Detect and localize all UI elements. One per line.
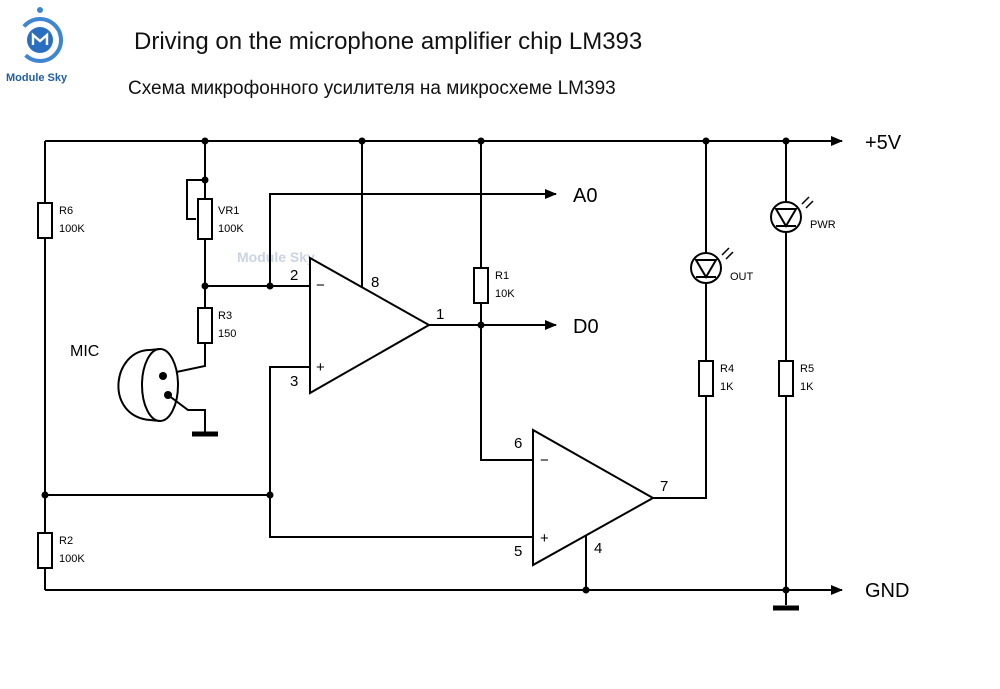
logo-dot-icon: [37, 7, 43, 13]
microphone-icon: [117, 348, 179, 422]
u2-inv-input-wire: [480, 325, 533, 461]
vr1-rail-dot: [201, 137, 209, 145]
d0-label: D0: [573, 316, 599, 338]
gnd-label: GND: [865, 580, 909, 602]
r1-rail-dot: [477, 137, 485, 145]
u1-pin3-label: 3: [290, 373, 298, 390]
comparator-u2: [532, 428, 656, 567]
r3-resistor: [197, 307, 213, 344]
r2-ref-label: R2: [59, 535, 73, 547]
r4-ref-label: R4: [720, 363, 734, 375]
mic-label: MIC: [70, 343, 99, 360]
r3-value-label: 150: [218, 328, 236, 340]
u1-noninv-input-wire: [269, 366, 310, 495]
logo-m-icon: [31, 32, 49, 45]
title-russian: Схема микрофонного усилителя на микросхе…: [128, 78, 616, 99]
u2-minus-sign: −: [540, 452, 549, 469]
r2-value-label: 100K: [59, 553, 85, 565]
r1-resistor: [473, 267, 489, 304]
r3-ref-label: R3: [218, 310, 232, 322]
r6-value-label: 100K: [59, 223, 85, 235]
module-sky-logo: Module Sky: [6, 7, 68, 84]
u2-pin5-label: 5: [514, 543, 522, 560]
comparator-u1: [309, 256, 432, 395]
title-english: Driving on the microphone amplifier chip…: [134, 28, 642, 55]
u2-noninv-input-wire: [269, 495, 533, 538]
a0-wire: [269, 189, 557, 286]
vr1-potentiometer: [197, 198, 213, 240]
logo-ring-icon: [17, 16, 63, 63]
vr1-value-label: 100K: [218, 223, 244, 235]
vr1-wiper-wire: [186, 179, 205, 220]
r5-ref-label: R5: [800, 363, 814, 375]
r3-mic-wire: [166, 343, 206, 375]
r2-resistor: [37, 532, 53, 569]
r5-value-label: 1K: [800, 381, 814, 393]
u1-plus-sign: +: [316, 359, 325, 376]
u1-pin2-label: 2: [290, 267, 298, 284]
u2-pin6-label: 6: [514, 435, 522, 452]
r6-ref-label: R6: [59, 205, 73, 217]
a0-node-dot: [266, 282, 274, 290]
out-led-icon: [690, 247, 734, 284]
out-led-rail-dot: [702, 137, 710, 145]
pwr-led-icon: [770, 196, 814, 233]
mic-ground-wire: [167, 394, 206, 432]
vr1-ref-label: VR1: [218, 205, 239, 217]
logo-text: Module Sky: [6, 72, 68, 84]
watermark-text: Module Sky: [237, 249, 315, 265]
vcc-label: +5V: [865, 132, 902, 154]
u2-pin4-label: 4: [594, 540, 602, 557]
u2-gnd-dot: [582, 586, 590, 594]
r1-ref-label: R1: [495, 270, 509, 282]
r4-resistor: [698, 360, 714, 397]
vr1-wiper-dot: [201, 176, 209, 184]
out-led-label: OUT: [730, 271, 754, 283]
u1-pin8-label: 8: [371, 274, 379, 291]
r1-value-label: 10K: [495, 288, 515, 300]
pwr-led-rail-dot: [782, 137, 790, 145]
u2-output-wire: [653, 396, 707, 499]
u2-plus-sign: +: [540, 530, 549, 547]
a0-label: A0: [573, 185, 597, 207]
pwr-led-label: PWR: [810, 219, 836, 231]
r5-resistor: [778, 360, 794, 397]
r5-gnd-dot: [782, 586, 790, 594]
vref-junction-dot: [41, 491, 49, 499]
u1-vcc-dot: [358, 137, 366, 145]
r4-value-label: 1K: [720, 381, 734, 393]
r6-resistor: [37, 202, 53, 239]
u1-minus-sign: −: [316, 277, 325, 294]
u2-pin7-label: 7: [660, 478, 668, 495]
u1-pin1-label: 1: [436, 306, 444, 323]
